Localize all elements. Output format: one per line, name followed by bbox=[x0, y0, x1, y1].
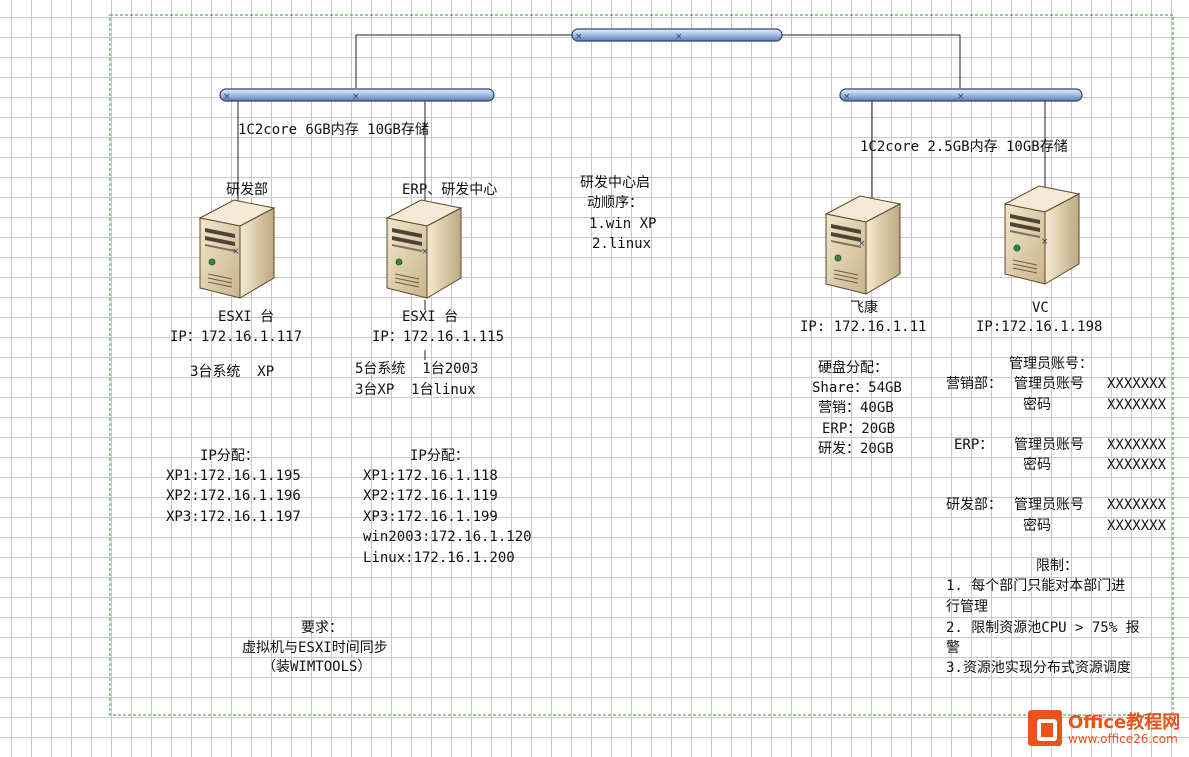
svg-text:×: × bbox=[421, 247, 429, 257]
boot-order-line: 1.win XP bbox=[589, 216, 657, 232]
account-dept: ERP： bbox=[954, 437, 994, 453]
server-vc-icon: × bbox=[1004, 185, 1080, 285]
server-ip-feikang: IP: 172.16.1.11 bbox=[800, 319, 927, 335]
server-systems-erp-line2: 3台XP 1台linux bbox=[355, 382, 476, 398]
svg-text:×: × bbox=[232, 247, 240, 257]
admin-title: 管理员账号： bbox=[1009, 356, 1093, 372]
ip-alloc-2-row: XP2:172.16.1.119 bbox=[363, 488, 498, 504]
ip-alloc-2-row: XP3:172.16.1.199 bbox=[363, 509, 498, 525]
server-host-erp: ESXI 台 bbox=[402, 309, 459, 325]
server-feikang-icon: × bbox=[825, 195, 901, 295]
right-spec: 1C2core 2.5GB内存 10GB存储 bbox=[860, 139, 1068, 155]
account-dept: 营销部： bbox=[946, 376, 1002, 392]
disk-line: Share：54GB bbox=[812, 380, 902, 396]
svg-text:×: × bbox=[957, 92, 965, 102]
requirements-line: （装WIMTOOLS） bbox=[262, 659, 372, 675]
office26-logo: Office教程网 www.office26.com bbox=[1028, 708, 1180, 752]
left-spec: 1C2core 6GB内存 10GB存储 bbox=[238, 122, 429, 138]
server-host-yanfabu: ESXI 台 bbox=[218, 309, 275, 325]
password-value: XXXXXXX bbox=[1107, 397, 1167, 413]
server-systems-yanfabu: 3台系统 XP bbox=[190, 364, 275, 380]
server-name-vc: VC bbox=[1032, 300, 1049, 316]
right-switch: × × bbox=[839, 88, 1083, 102]
logo-brand: Office教程网 bbox=[1068, 712, 1181, 733]
server-ip-vc: IP:172.16.1.198 bbox=[976, 319, 1103, 335]
disk-line: 研发：20GB bbox=[818, 441, 894, 457]
svg-text:×: × bbox=[575, 32, 583, 42]
boot-order-line: 2.linux bbox=[592, 236, 652, 252]
disk-line: 营销：40GB bbox=[818, 400, 894, 416]
server-ip-erp: IP：172.16.1.115 bbox=[372, 329, 505, 345]
account-value: XXXXXXX bbox=[1107, 376, 1167, 392]
server-ip-yanfabu: IP：172.16.1.117 bbox=[170, 329, 303, 345]
account-label: 管理员账号 bbox=[1014, 376, 1084, 392]
server-systems-erp-line1: 5台系统 1台2003 bbox=[355, 361, 479, 377]
logo-url: www.office26.com bbox=[1068, 732, 1178, 746]
ip-alloc-1-row: XP1:172.16.1.195 bbox=[166, 468, 301, 484]
office-icon bbox=[1028, 710, 1062, 746]
limits-title: 限制： bbox=[1036, 558, 1078, 574]
account-value: XXXXXXX bbox=[1107, 497, 1167, 513]
svg-text:×: × bbox=[675, 32, 683, 42]
ip-alloc-1-row: XP3:172.16.1.197 bbox=[166, 509, 301, 525]
account-label: 管理员账号 bbox=[1014, 437, 1084, 453]
disk-line: ERP：20GB bbox=[822, 421, 896, 437]
limit-line: 3.资源池实现分布式资源调度 bbox=[946, 660, 1131, 676]
password-label: 密码 bbox=[1023, 457, 1051, 473]
boot-order-line: 研发中心启 bbox=[580, 175, 650, 191]
limit-line: 行管理 bbox=[946, 599, 988, 615]
svg-text:×: × bbox=[858, 239, 866, 249]
server-name-yanfabu: 研发部 bbox=[226, 182, 268, 198]
server-yanfabu-icon: × bbox=[199, 199, 275, 299]
left-switch: × × bbox=[219, 88, 495, 102]
ip-alloc-title-1: IP分配： bbox=[200, 448, 259, 464]
svg-text:×: × bbox=[223, 92, 231, 102]
requirements-line: 虚拟机与ESXI时间同步 bbox=[242, 640, 388, 656]
password-value: XXXXXXX bbox=[1107, 518, 1167, 534]
limit-line: 警 bbox=[946, 640, 960, 656]
ip-alloc-2-row: XP1:172.16.1.118 bbox=[363, 468, 498, 484]
requirements-title: 要求： bbox=[301, 620, 343, 636]
server-name-feikang: 飞康 bbox=[850, 300, 878, 316]
svg-text:×: × bbox=[843, 92, 851, 102]
limit-line: 2. 限制资源池CPU > 75% 报 bbox=[946, 620, 1140, 636]
ip-alloc-1-row: XP2:172.16.1.196 bbox=[166, 488, 301, 504]
core-switch: × × bbox=[571, 28, 783, 42]
svg-text:×: × bbox=[352, 92, 360, 102]
svg-text:×: × bbox=[1041, 237, 1049, 247]
account-label: 管理员账号 bbox=[1014, 497, 1084, 513]
account-value: XXXXXXX bbox=[1107, 437, 1167, 453]
ip-alloc-2-row: win2003:172.16.1.120 bbox=[363, 529, 532, 545]
server-name-erp: ERP、研发中心 bbox=[402, 182, 498, 198]
boot-order-line: 动顺序： bbox=[587, 195, 643, 211]
password-label: 密码 bbox=[1023, 397, 1051, 413]
connection-lines bbox=[237, 34, 1046, 360]
account-dept: 研发部： bbox=[946, 497, 1002, 513]
boundary-box bbox=[109, 14, 1174, 716]
disk-title: 硬盘分配： bbox=[818, 360, 888, 376]
password-value: XXXXXXX bbox=[1107, 457, 1167, 473]
password-label: 密码 bbox=[1023, 518, 1051, 534]
server-erp-icon: × bbox=[386, 199, 462, 299]
ip-alloc-2-row: Linux:172.16.1.200 bbox=[363, 550, 515, 566]
ip-alloc-title-2: IP分配： bbox=[410, 448, 469, 464]
limit-line: 1. 每个部门只能对本部门进 bbox=[946, 578, 1126, 594]
